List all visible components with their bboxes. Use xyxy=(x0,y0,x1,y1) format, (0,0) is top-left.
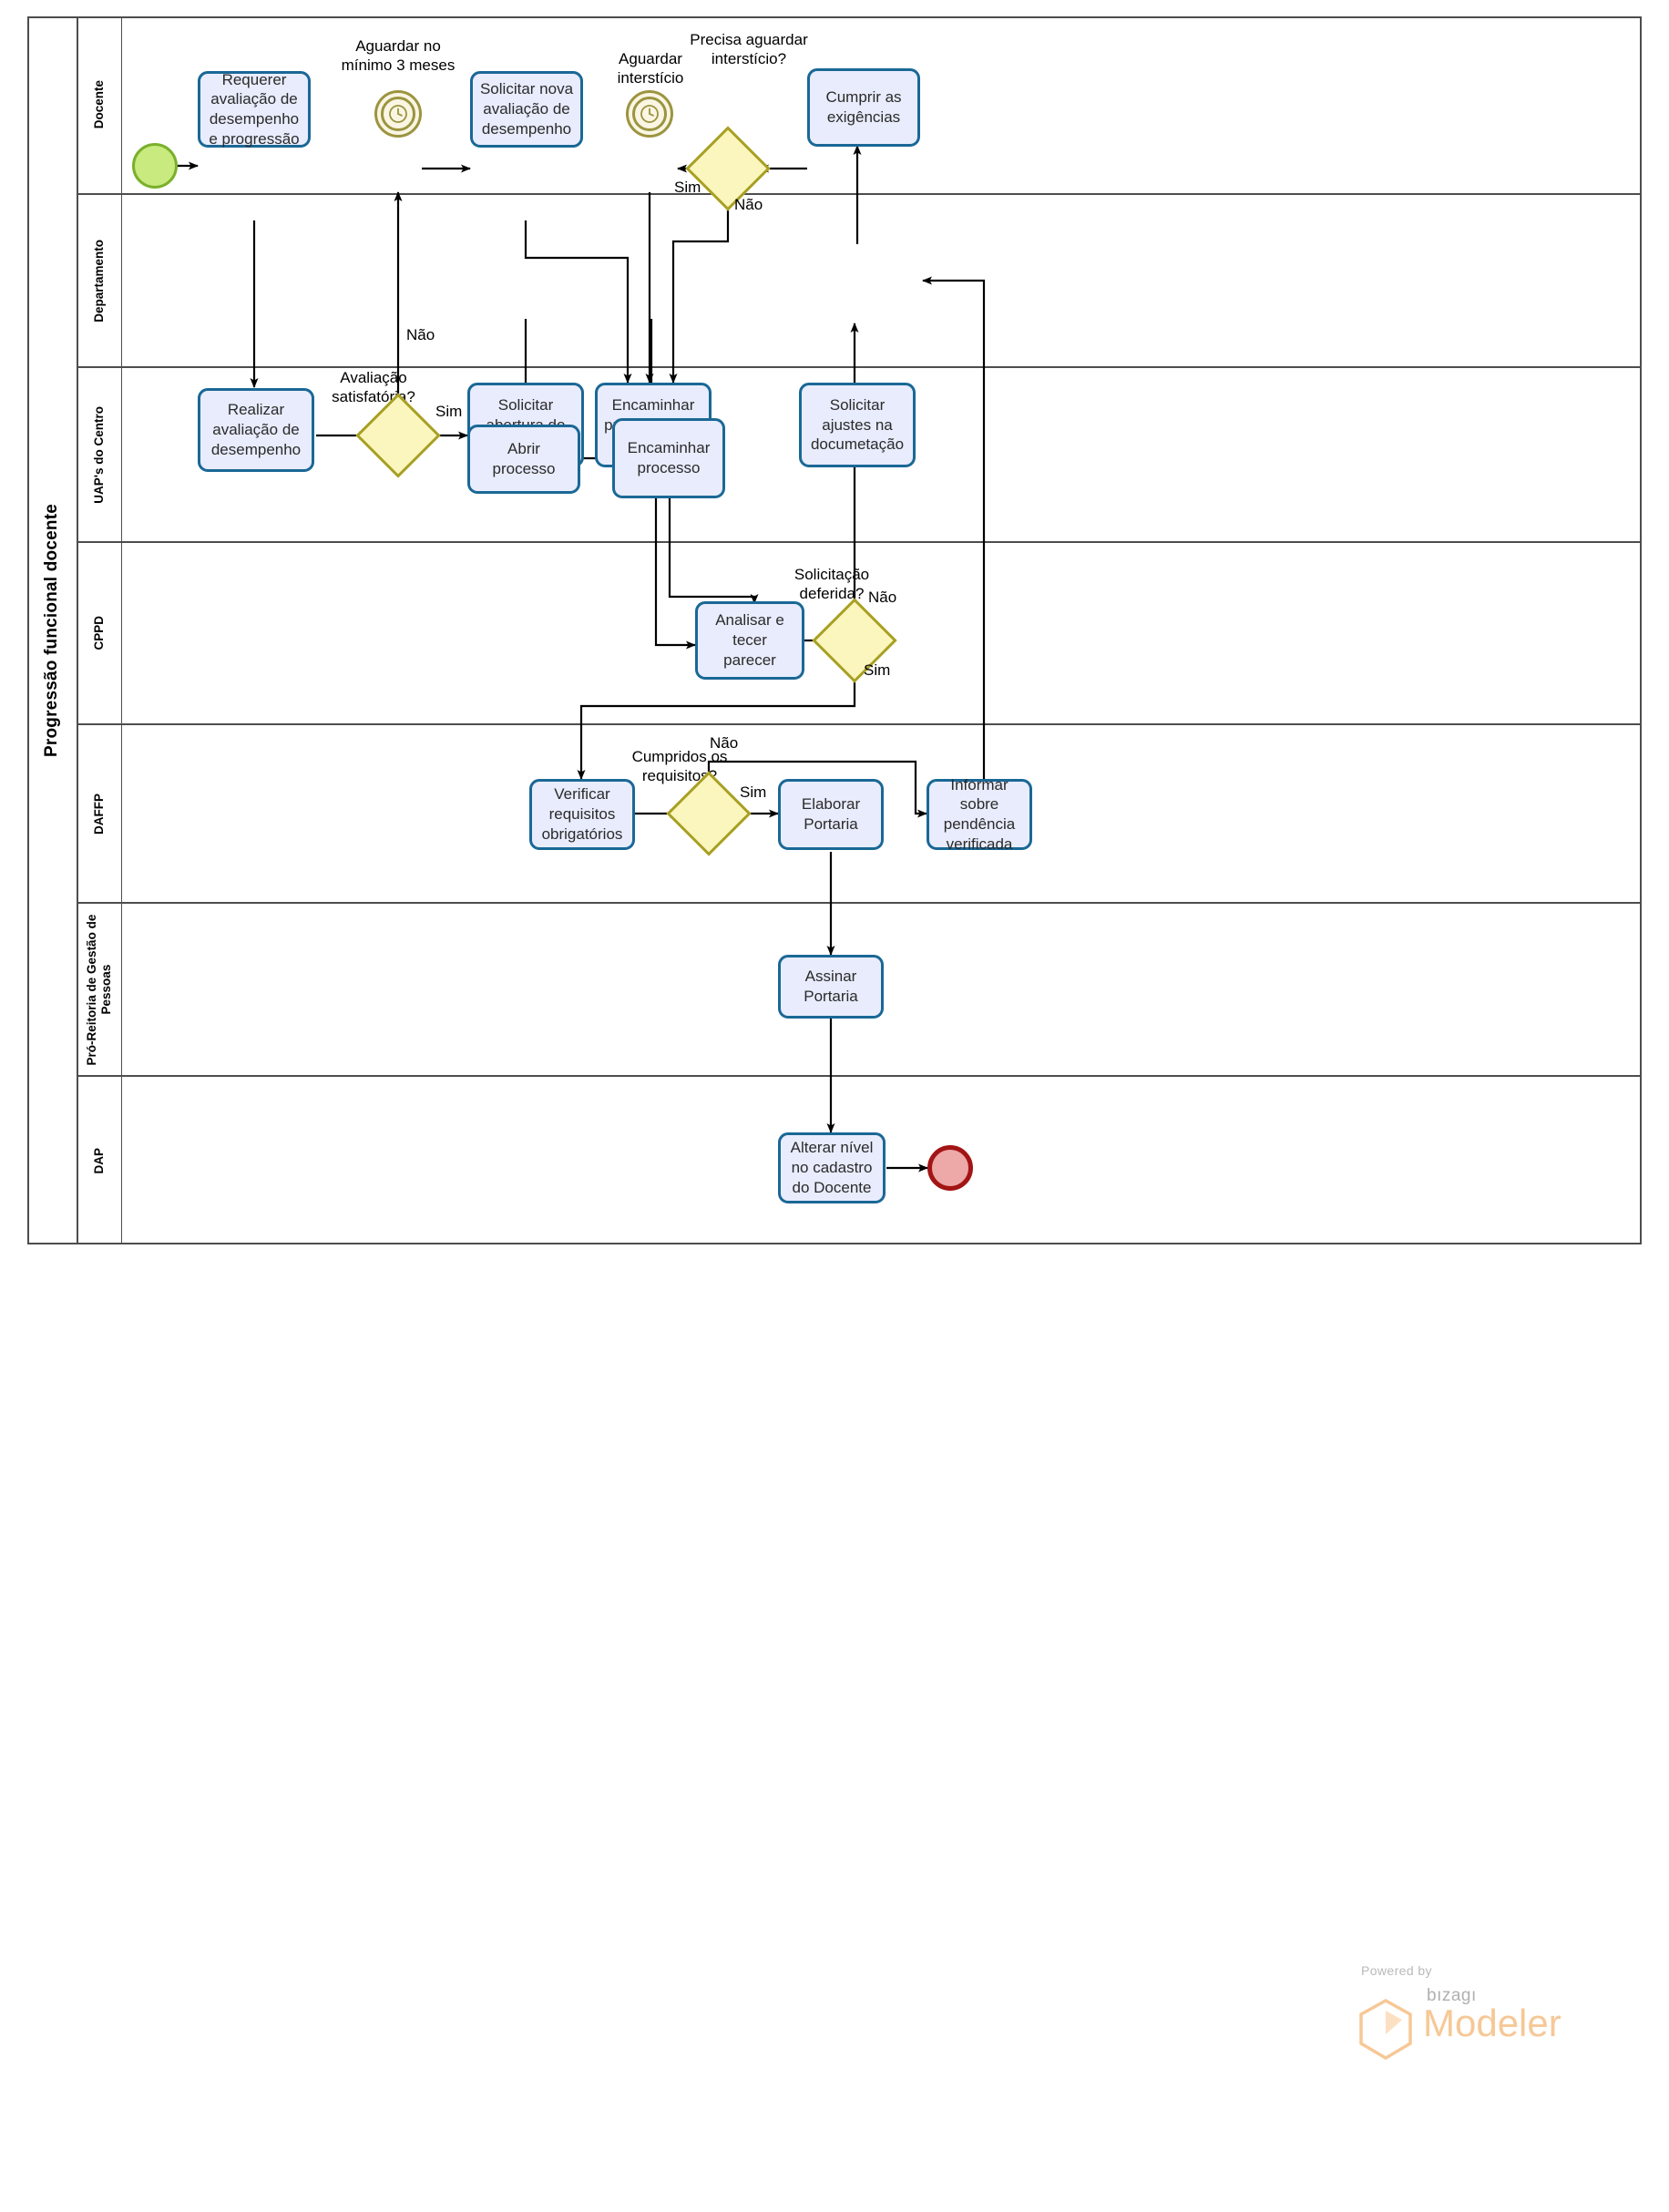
task-assinar-portaria[interactable]: Assinar Portaria xyxy=(778,955,884,1019)
task-elaborar-portaria[interactable]: Elaborar Portaria xyxy=(778,779,884,850)
task-requerer-avaliacao[interactable]: Requerer avaliação de desempenho e progr… xyxy=(198,71,311,148)
lane-header-departamento: Departamento xyxy=(78,195,122,366)
flow-label-sim-requisitos: Sim xyxy=(740,783,767,801)
pool-frame xyxy=(27,16,1642,1244)
flow-label-nao-avaliacao: Não xyxy=(406,326,435,343)
lane-header-progep: Pró-Reitoria de Gestão de Pessoas xyxy=(78,904,122,1075)
lane-progep: Pró-Reitoria de Gestão de Pessoas xyxy=(78,904,1640,1077)
lane-daffp: DAFFP xyxy=(78,725,1640,904)
bizagi-hex-logo-icon xyxy=(1357,1998,1414,2066)
lane-uaps: UAP's do Centro xyxy=(78,368,1640,543)
end-event[interactable] xyxy=(927,1145,973,1191)
timer-interesticio-label: Aguardar interstício xyxy=(617,50,684,87)
timer-inner-ring xyxy=(632,97,667,131)
lane-docente: Docente xyxy=(78,16,1640,195)
flow-label-sim-deferida: Sim xyxy=(864,661,891,679)
timer-inner-ring xyxy=(381,97,415,131)
lane-header-docente: Docente xyxy=(78,16,122,193)
flow-label-nao-requisitos: Não xyxy=(710,734,739,752)
task-solicitar-nova-avaliacao[interactable]: Solicitar nova avaliação de desempenho xyxy=(470,71,583,148)
flow-label-sim-avaliacao: Sim xyxy=(435,403,463,420)
task-abrir-processo[interactable]: Abrir processo xyxy=(467,425,580,494)
lane-header-dap: DAP xyxy=(78,1077,122,1244)
flow-label-sim-interesticio: Sim xyxy=(674,179,701,196)
gateway-cumpridos-requisitos-label: Cumpridos os requisitos? xyxy=(631,748,728,785)
timer-3-meses-label: Aguardar no mínimo 3 meses xyxy=(341,37,456,75)
task-realizar-avaliacao[interactable]: Realizar avaliação de desempenho xyxy=(198,388,314,472)
gateway-precisa-interesticio-label: Precisa aguardar interstício? xyxy=(690,31,808,68)
lane-departamento: Departamento xyxy=(78,195,1640,368)
watermark-powered-by: Powered by xyxy=(1361,1963,1432,1978)
watermark-brand: bızagı xyxy=(1427,1986,1477,2005)
task-cumprir-exigencias[interactable]: Cumprir as exigências xyxy=(807,68,920,147)
bizagi-watermark: Powered by bızagı Modeler xyxy=(1308,1963,1582,2082)
lane-cppd: CPPD xyxy=(78,543,1640,725)
gateway-avaliacao-satisfatoria-label: Avaliação satisfatória? xyxy=(332,369,415,406)
clock-icon xyxy=(639,103,660,125)
pool-title: Progressão funcional docente xyxy=(27,16,78,1244)
task-analisar-tecer-parecer[interactable]: Analisar e tecer parecer xyxy=(695,601,804,680)
task-verificar-requisitos[interactable]: Verificar requisitos obrigatórios xyxy=(529,779,635,850)
watermark-product: Modeler xyxy=(1423,2002,1561,2044)
task-solicitar-ajustes[interactable]: Solicitar ajustes na documetação xyxy=(799,383,916,467)
timer-event-interesticio[interactable] xyxy=(626,90,673,138)
task-encaminhar-processo[interactable]: Encaminhar processo xyxy=(612,418,725,498)
flow-label-nao-deferida: Não xyxy=(868,589,897,606)
lane-header-daffp: DAFFP xyxy=(78,725,122,902)
lane-header-cppd: CPPD xyxy=(78,543,122,723)
lane-header-uaps: UAP's do Centro xyxy=(78,368,122,541)
lane-dap: DAP xyxy=(78,1077,1640,1244)
task-informar-pendencia[interactable]: Informar sobre pendência verificada xyxy=(927,776,1032,853)
timer-event-3-meses[interactable] xyxy=(374,90,422,138)
task-alterar-nivel[interactable]: Alterar nível no cadastro do Docente xyxy=(778,1132,886,1203)
gateway-solicitacao-deferida-label: Solicitação deferida? xyxy=(794,566,870,603)
clock-icon xyxy=(387,103,409,125)
flow-label-nao-interesticio: Não xyxy=(734,196,763,213)
start-event[interactable] xyxy=(132,143,178,189)
